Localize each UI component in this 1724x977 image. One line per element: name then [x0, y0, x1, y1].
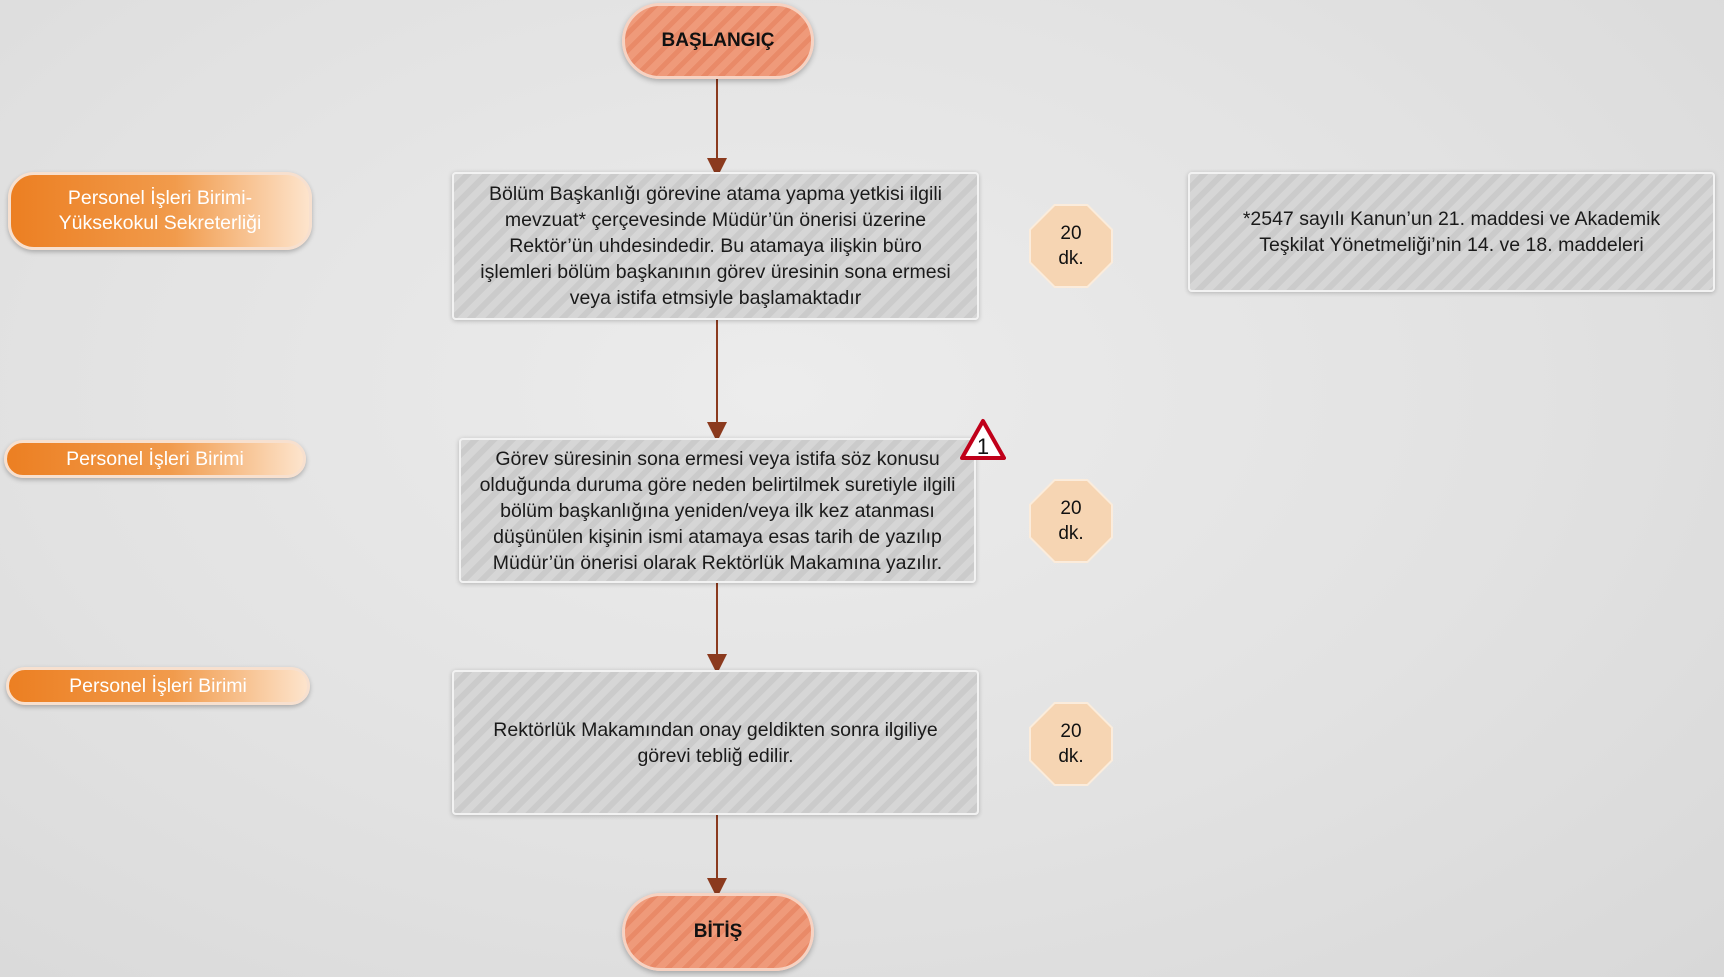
- step-2-text: Görev süresinin sona ermesi veya istifa …: [479, 447, 956, 574]
- duration-3-value: 20: [1060, 721, 1082, 742]
- duration-badge-2: 20 dk.: [1029, 479, 1113, 563]
- step-1-text: Bölüm Başkanlığı görevine atama yapma ye…: [480, 183, 951, 309]
- duration-2-unit: dk.: [1058, 523, 1084, 544]
- duration-1-value: 20: [1060, 223, 1082, 244]
- note-text: *2547 sayılı Kanun’un 21. maddesi ve Aka…: [1242, 208, 1661, 256]
- role-2-text: Personel İşleri Birimi: [66, 447, 244, 470]
- duration-badge-1: 20 dk.: [1029, 204, 1113, 288]
- start-label: BAŞLANGIÇ: [661, 30, 775, 51]
- role-label-3: Personel İşleri Birimi: [6, 667, 310, 705]
- role-1-line1: Personel İşleri Birimi-: [67, 187, 253, 209]
- end-label: BİTİŞ: [693, 921, 743, 942]
- end-terminal: BİTİŞ: [622, 893, 814, 971]
- legislation-note: *2547 sayılı Kanun’un 21. maddesi ve Aka…: [1188, 172, 1715, 292]
- warning-triangle-icon: 1: [960, 418, 1006, 460]
- role-3-text: Personel İşleri Birimi: [69, 674, 247, 697]
- process-step-3: Rektörlük Makamından onay geldikten sonr…: [452, 670, 979, 815]
- role-label-1: Personel İşleri Birimi- Yüksekokul Sekre…: [8, 172, 312, 250]
- role-1-line2: Yüksekokul Sekreterliği: [58, 212, 262, 234]
- warning-number: 1: [977, 434, 989, 459]
- start-terminal: BAŞLANGIÇ: [622, 3, 814, 79]
- role-label-2: Personel İşleri Birimi: [4, 440, 306, 478]
- duration-3-unit: dk.: [1058, 746, 1084, 767]
- duration-1-unit: dk.: [1058, 248, 1084, 269]
- process-step-2: Görev süresinin sona ermesi veya istifa …: [459, 438, 976, 583]
- duration-2-value: 20: [1060, 498, 1082, 519]
- step-3-text: Rektörlük Makamından onay geldikten sonr…: [493, 718, 938, 767]
- duration-badge-3: 20 dk.: [1029, 702, 1113, 786]
- process-step-1: Bölüm Başkanlığı görevine atama yapma ye…: [452, 172, 979, 320]
